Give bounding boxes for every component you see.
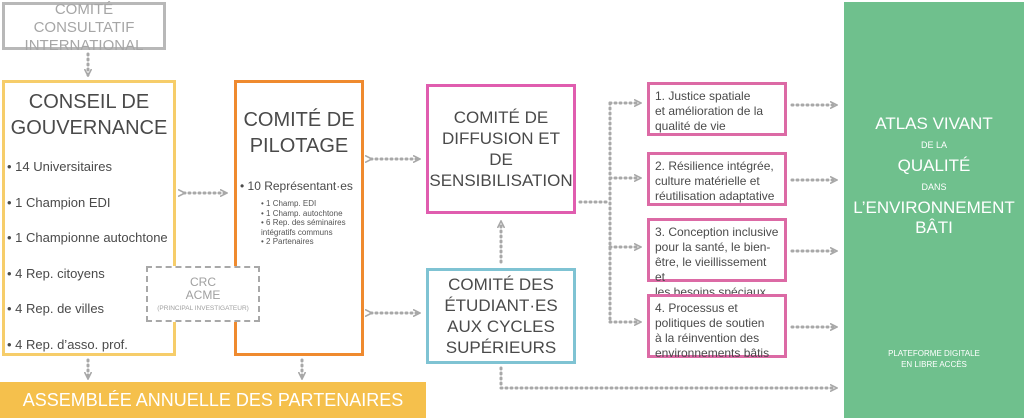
list-item: • 1 Champ. autochtone	[261, 208, 343, 218]
theme-line: et amélioration de la	[655, 104, 764, 118]
list-item: • 14 Universitaires	[7, 159, 112, 174]
list-item: • 2 Partenaires	[261, 237, 314, 246]
theme-line: pour la santé, le bien-	[655, 240, 771, 254]
acme-label: ACME	[185, 287, 221, 302]
students-title-line3: AUX CYCLES	[447, 317, 555, 336]
diffusion-title-line3: SENSIBILISATION	[429, 171, 573, 190]
list-item: intégratifs communs	[261, 227, 333, 237]
crc-label: CRC	[190, 274, 216, 289]
atlas-title-line5: L’ENVIRONNEMENT	[853, 198, 1015, 217]
steering-title-line2: PILOTAGE	[249, 135, 349, 157]
atlas-title-line3: QUALITÉ	[897, 156, 971, 175]
annual-assembly-bar: ASSEMBLÉE ANNUELLE DES PARTENAIRES	[0, 382, 426, 418]
theme-line: être, le vieillissement et	[655, 255, 767, 284]
theme-box-3: 3. Conception inclusive pour la santé, l…	[647, 218, 787, 299]
students-title-line2: ÉTUDIANT·ES	[444, 296, 558, 315]
crc-acme-box: CRC ACME (PRINCIPAL INVESTIGATEUR)	[146, 266, 260, 322]
theme-line: réutilisation adaptative	[655, 189, 775, 203]
steering-representatives: • 10 Représentant·es	[240, 179, 353, 193]
international-committee-box: COMITÉ CONSULTATIF INTERNATIONAL	[2, 1, 166, 54]
atlas-title-line4: DANS	[921, 182, 947, 192]
governance-title-line2: GOUVERNANCE	[10, 117, 168, 139]
theme-box-2: 2. Résilience intégrée, culture matériel…	[647, 152, 787, 206]
steering-committee-box: COMITÉ DE PILOTAGE • 10 Représentant·es …	[234, 80, 364, 356]
steering-title-line1: COMITÉ DE	[243, 109, 355, 131]
atlas-title-line6: BÂTI	[915, 218, 953, 237]
atlas-title-line1: ATLAS VIVANT	[875, 114, 993, 133]
diffusion-title-line2: DIFFUSION ET DE	[441, 129, 561, 169]
theme-line: environnements bâtis	[655, 346, 770, 360]
theme-box-1: 1. Justice spatiale et amélioration de l…	[647, 82, 787, 136]
list-item: • 1 Champ. EDI	[261, 199, 317, 208]
governance-members-list: • 14 Universitaires • 1 Champion EDI • 1…	[7, 159, 168, 373]
theme-line: culture matérielle et	[655, 174, 760, 188]
list-item: • 4 Rep. citoyens	[7, 265, 105, 281]
international-title-line2: INTERNATIONAL	[24, 37, 144, 54]
principal-investigator-label: (PRINCIPAL INVESTIGATEUR)	[157, 304, 249, 312]
students-title-line1: COMITÉ DES	[448, 275, 554, 294]
theme-line: qualité de vie	[655, 119, 726, 133]
theme-line: 3. Conception inclusive	[655, 225, 779, 239]
platform-line1: PLATEFORME DIGITALE	[888, 349, 980, 358]
atlas-title-line2: DE LA	[920, 140, 947, 150]
students-title-line4: SUPÉRIEURS	[445, 338, 557, 357]
diffusion-committee-box: COMITÉ DE DIFFUSION ET DE SENSIBILISATIO…	[426, 84, 576, 214]
theme-line: à la réinvention des	[655, 331, 760, 345]
theme-line: politiques de soutien	[655, 316, 765, 330]
governance-title-line1: CONSEIL DE	[28, 91, 150, 113]
theme-line: 4. Processus et	[655, 301, 738, 315]
theme-box-4: 4. Processus et politiques de soutien à …	[647, 294, 787, 360]
international-title-line1: COMITÉ CONSULTATIF	[33, 1, 135, 36]
list-item: • 4 Rep. d’asso. prof.	[7, 336, 128, 352]
diffusion-title-line1: COMITÉ DE	[453, 108, 549, 127]
list-item: • 1 Champion EDI	[7, 194, 111, 210]
students-committee-box: COMITÉ DES ÉTUDIANT·ES AUX CYCLES SUPÉRI…	[426, 268, 576, 364]
atlas-panel: ATLAS VIVANT DE LA QUALITÉ DANS L’ENVIRO…	[844, 2, 1024, 418]
theme-line: 2. Résilience intégrée,	[655, 159, 774, 173]
list-item: • 1 Championne autochtone	[7, 230, 168, 246]
list-item: • 6 Rep. des séminaires	[261, 218, 346, 227]
theme-line: 1. Justice spatiale	[655, 89, 751, 103]
platform-label: PLATEFORME DIGITALE EN LIBRE ACCÈS	[844, 348, 1024, 370]
list-item: • 4 Rep. de villes	[7, 301, 105, 317]
platform-line2: EN LIBRE ACCÈS	[901, 360, 967, 369]
steering-sub-list: • 1 Champ. EDI • 1 Champ. autochtone • 6…	[261, 199, 346, 247]
